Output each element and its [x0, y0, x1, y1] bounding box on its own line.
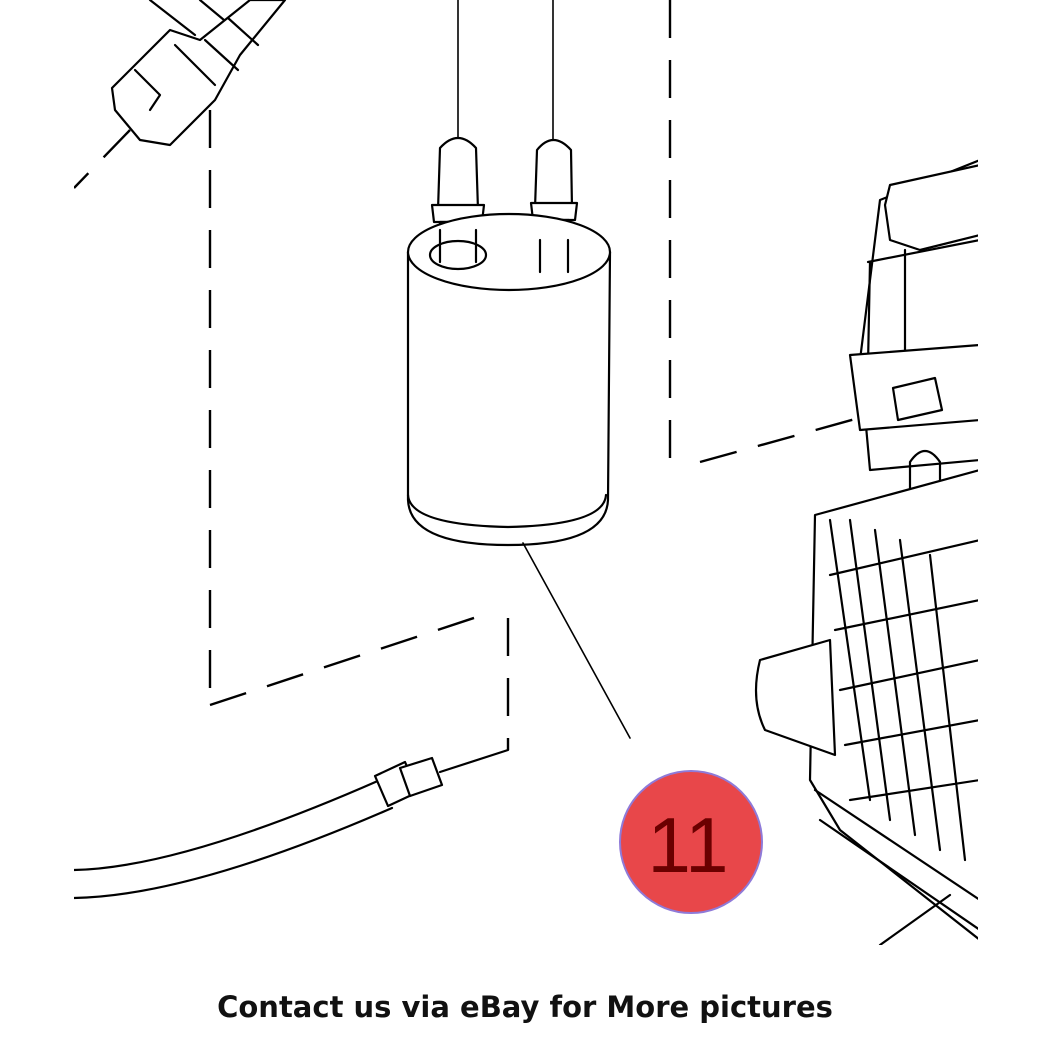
dashed-leader-lines: [74, 0, 896, 750]
callout-badge: 11: [619, 770, 763, 914]
callout-circle: [619, 770, 763, 914]
parts-diagram: 11: [74, 0, 978, 945]
housing-assembly: [754, 159, 978, 945]
connector-fitting: [110, 0, 287, 147]
bottom-cable: [74, 748, 510, 900]
capacitor-body: [406, 212, 612, 547]
callout-number: 11: [648, 801, 729, 889]
callout-leader-line: [522, 542, 631, 739]
footer-caption: Contact us via eBay for More pictures: [217, 990, 833, 1024]
capacitor-wires: [457, 0, 554, 141]
